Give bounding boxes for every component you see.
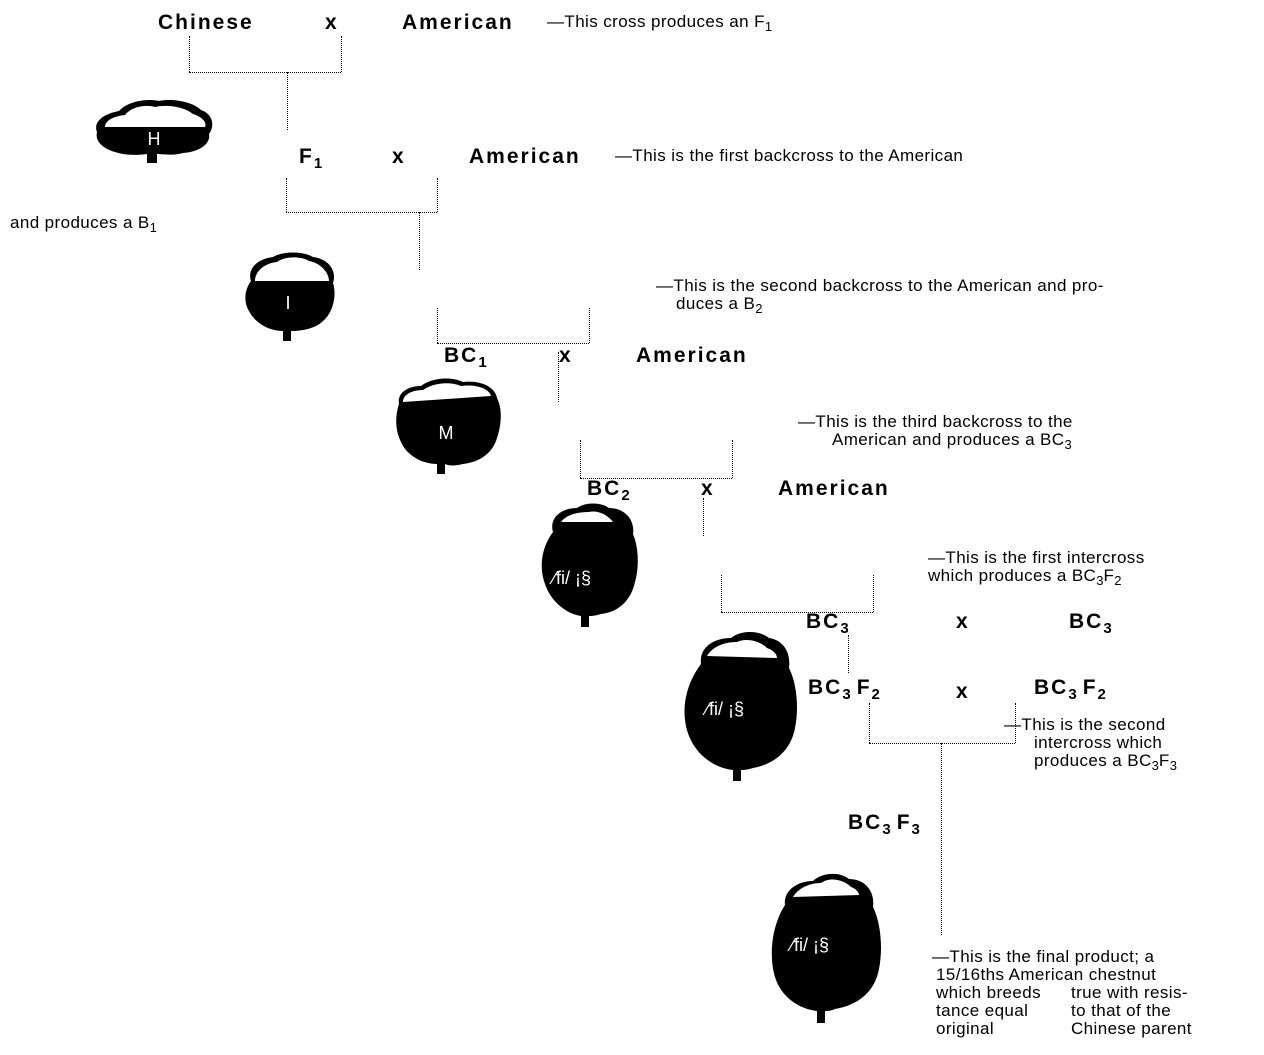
tree-icon [245,252,335,341]
parent-chinese: Chinese [158,11,254,34]
connector-line [848,635,849,673]
bc1-label: BC1 [444,344,487,371]
connector-line [732,440,733,478]
connector-line [721,575,722,612]
tree-icon [96,100,213,163]
cross-note-5: —This is the first intercross which prod… [928,548,1145,589]
connector-line [189,36,190,72]
tree-label: ⁄fi/ ¡§ [553,568,592,588]
connector-line [873,575,874,612]
f1-label: F1 [299,145,323,172]
parent-american: American [636,344,748,367]
connector-line [580,440,581,478]
cross-note-4: —This is the third backcross to the Amer… [798,412,1073,453]
tree-icon [771,873,881,1023]
connector-line [869,743,1015,744]
bc2-label: BC2 [587,477,630,504]
tree-icon [541,503,638,627]
connector-line [286,212,437,213]
connector-line [558,352,559,402]
cross-symbol: x [392,145,406,168]
cross-symbol: x [956,610,970,633]
final-product-note: —This is the final product; a 15/16ths A… [932,947,1157,984]
tree-label: H [147,129,161,149]
parent-american: American [402,11,514,34]
connector-line [341,36,342,72]
cross-note-2: —This is the first backcross to the Amer… [615,146,964,165]
connector-line [286,178,287,212]
final-note-column-1: which breeds tance equal original [936,983,1041,1038]
connector-line [580,478,732,479]
connector-line [941,743,942,935]
connector-line [1015,703,1016,743]
tree-icon [396,378,501,474]
parent-american: American [778,477,890,500]
connector-line [721,612,873,613]
connector-line [437,308,438,343]
final-note-column-2: true with resis- to that of the Chinese … [1071,983,1192,1038]
connector-line [189,72,341,73]
connector-line [437,178,438,212]
cross-symbol: x [325,11,339,34]
cross-note-3: —This is the second backcross to the Ame… [656,276,1104,317]
connector-line [869,703,870,743]
tree-label: ⁄fi/ ¡§ [791,935,830,955]
tree-label: ⁄fi/ ¡§ [706,699,745,719]
tree-label: I [285,293,291,313]
connector-line [419,212,420,270]
connector-line [589,308,590,343]
connector-line [287,72,288,130]
cross-note-1: —This cross produces an F1 [547,12,773,34]
connector-line [437,343,589,344]
bc3-label: BC3 [806,610,849,637]
bc3-label: BC3 [1069,610,1112,637]
tree-icon [684,632,797,781]
cross-symbol: x [701,477,715,500]
connector-line [703,498,704,536]
tree-label: M [438,423,454,443]
cross-symbol: x [559,344,573,367]
parent-american: American [469,145,581,168]
cross-symbol: x [956,680,970,703]
cross-note-6: —This is the second intercross which pro… [1004,715,1177,774]
cross-note-2-continued: and produces a B1 [10,213,157,235]
